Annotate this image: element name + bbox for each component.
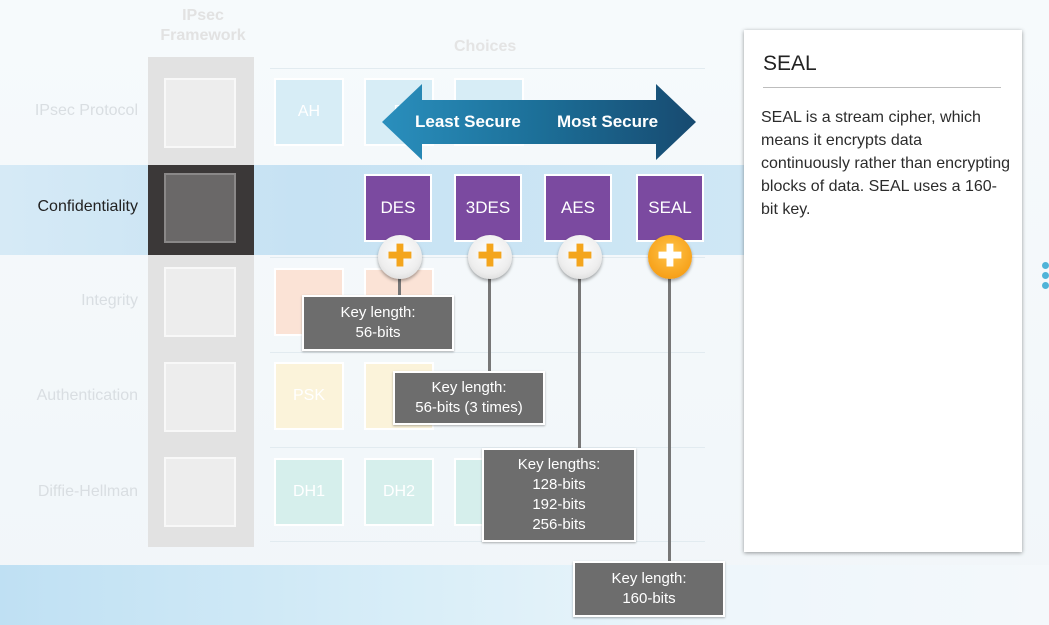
- algorithm-seal[interactable]: SEAL: [636, 174, 704, 242]
- tooltip-3des: Key length: 56-bits (3 times): [393, 371, 545, 425]
- framework-slot-confidentiality[interactable]: [164, 173, 236, 243]
- tooltip-line: Key length:: [611, 570, 687, 587]
- row-label-confidentiality: Confidentiality: [37, 198, 139, 215]
- algorithm-3des[interactable]: 3DES: [454, 174, 522, 242]
- framework-header-text: IPsec Framework: [160, 7, 246, 44]
- tooltip-line: 56-bits (3 times): [415, 399, 523, 416]
- plus-icon[interactable]: ✚: [648, 235, 692, 279]
- tooltip-line: 160-bits: [622, 590, 676, 607]
- tooltip-aes: Key lengths: 128-bits 192-bits 256-bits: [482, 448, 636, 542]
- info-panel: SEAL SEAL is a stream cipher, which mean…: [744, 30, 1022, 552]
- row-separator: [270, 68, 705, 69]
- algorithm-aes[interactable]: AES: [544, 174, 612, 242]
- panel-divider: [763, 87, 1001, 88]
- choice-dh1[interactable]: DH1: [274, 458, 344, 526]
- tooltip-line: Key length:: [340, 304, 416, 321]
- tooltip-line: Key lengths:: [517, 456, 601, 473]
- plus-icon[interactable]: ✚: [558, 235, 602, 279]
- tooltip-line: 256-bits: [532, 516, 586, 533]
- row-label-authentication: Authentication: [36, 387, 138, 404]
- choices-header: Choices: [454, 38, 517, 55]
- row-label-ipsec-protocol: IPsec Protocol: [34, 102, 138, 119]
- row-label-diffie-hellman: Diffie-Hellman: [37, 483, 138, 500]
- plus-icon[interactable]: ✚: [378, 235, 422, 279]
- algorithm-des[interactable]: DES: [364, 174, 432, 242]
- choice-ah[interactable]: AH: [274, 78, 344, 146]
- tooltip-seal: Key length: 160-bits: [573, 561, 725, 617]
- framework-slot-protocol[interactable]: [164, 78, 236, 148]
- double-arrow-icon: [382, 84, 696, 160]
- choice-dh2[interactable]: DH2: [364, 458, 434, 526]
- tooltip-des: Key length: 56-bits: [302, 295, 454, 351]
- framework-header: IPsec Framework: [148, 6, 258, 46]
- framework-slot-authentication[interactable]: [164, 362, 236, 432]
- choice-psk[interactable]: PSK: [274, 362, 344, 430]
- bottom-decorative-band: [0, 565, 1049, 625]
- most-secure-label: Most Secure: [557, 112, 659, 131]
- tooltip-line: 128-bits: [532, 476, 586, 493]
- plus-icon[interactable]: ✚: [468, 235, 512, 279]
- framework-slot-dh[interactable]: [164, 457, 236, 527]
- framework-slot-integrity[interactable]: [164, 267, 236, 337]
- row-label-integrity: Integrity: [81, 292, 138, 309]
- panel-title: SEAL: [763, 52, 817, 75]
- connector-aes: [578, 250, 581, 450]
- connector-seal: [668, 250, 671, 564]
- panel-body: SEAL is a stream cipher, which means it …: [761, 109, 1011, 218]
- side-handle-icon[interactable]: [1042, 262, 1049, 292]
- tooltip-line: 56-bits: [355, 324, 401, 341]
- tooltip-line: 192-bits: [532, 496, 586, 513]
- row-separator: [270, 352, 705, 353]
- tooltip-line: Key length:: [431, 379, 507, 396]
- least-secure-label: Least Secure: [415, 112, 521, 131]
- row-separator: [270, 447, 705, 448]
- connector-3des: [488, 250, 491, 374]
